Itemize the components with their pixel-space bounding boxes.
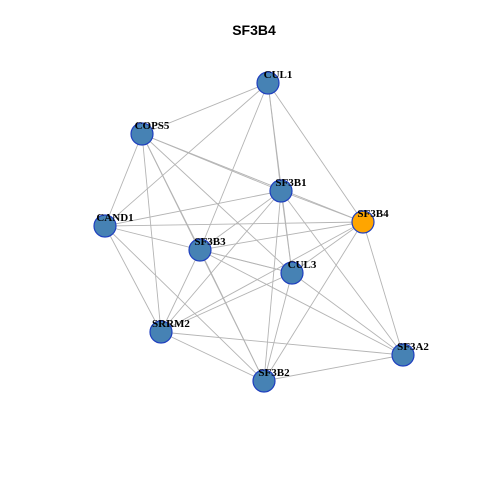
node-sf3a2[interactable] xyxy=(391,343,415,367)
edge-sf3b3-srrm2 xyxy=(160,249,201,333)
edge-srrm2-sf3a2 xyxy=(160,331,404,356)
node-cul1[interactable] xyxy=(256,71,280,95)
node-sf3b3[interactable] xyxy=(188,238,212,262)
edge-cand1-sf3b1 xyxy=(104,190,282,227)
node-sf3b2[interactable] xyxy=(252,369,276,393)
edge-sf3b4-sf3b3 xyxy=(199,221,364,251)
node-sf3b1[interactable] xyxy=(269,179,293,203)
edge-sf3b1-sf3a2 xyxy=(280,190,404,356)
edge-sf3b4-sf3a2 xyxy=(362,221,404,356)
node-label-cul1: CUL1 xyxy=(264,69,293,81)
nodes-layer xyxy=(93,71,415,393)
node-label-cops5: COPS5 xyxy=(135,120,170,132)
graph-title: SF3B4 xyxy=(232,22,276,38)
edge-cops5-sf3b4 xyxy=(141,133,364,223)
node-label-cul3: CUL3 xyxy=(288,259,317,271)
edge-cul1-cand1 xyxy=(104,82,269,227)
edge-cand1-srrm2 xyxy=(104,225,162,333)
edge-cul1-sf3b4 xyxy=(267,82,364,223)
node-label-sf3b4: SF3B4 xyxy=(357,208,389,220)
edge-srrm2-sf3b2 xyxy=(160,331,265,382)
edge-sf3b3-sf3a2 xyxy=(199,249,404,356)
node-label-sf3b2: SF3B2 xyxy=(258,367,290,379)
edge-sf3b4-sf3b2 xyxy=(263,221,364,382)
node-label-sf3b1: SF3B1 xyxy=(275,177,306,189)
edge-cand1-sf3b4 xyxy=(104,221,364,227)
edge-cand1-sf3b2 xyxy=(104,225,265,382)
edge-sf3b4-cul3 xyxy=(291,221,364,274)
node-srrm2[interactable] xyxy=(149,320,173,344)
node-label-sf3a2: SF3A2 xyxy=(397,341,429,353)
node-cops5[interactable] xyxy=(130,122,154,146)
edge-sf3b1-sf3b4 xyxy=(280,190,364,223)
edge-sf3b3-cul3 xyxy=(199,249,293,274)
node-label-srrm2: SRRM2 xyxy=(152,318,190,330)
edge-cops5-srrm2 xyxy=(141,133,162,333)
edge-cul3-sf3a2 xyxy=(291,272,404,356)
edge-cul1-sf3b3 xyxy=(199,82,269,251)
node-cand1[interactable] xyxy=(93,214,117,238)
edge-cul1-cops5 xyxy=(141,82,269,135)
node-label-sf3b3: SF3B3 xyxy=(194,236,226,248)
edge-sf3b1-cul3 xyxy=(280,190,293,274)
edge-sf3b4-srrm2 xyxy=(160,221,364,333)
edge-sf3b2-sf3a2 xyxy=(263,354,404,382)
edge-sf3b1-srrm2 xyxy=(160,190,282,333)
edge-cops5-cand1 xyxy=(104,133,143,227)
node-cul3[interactable] xyxy=(280,261,304,285)
edge-sf3b1-sf3b2 xyxy=(263,190,282,382)
edge-cul3-srrm2 xyxy=(160,272,293,333)
edge-sf3b1-sf3b3 xyxy=(199,190,282,251)
edge-sf3b3-sf3b2 xyxy=(199,249,265,382)
node-sf3b4[interactable] xyxy=(351,210,375,234)
edge-cul3-sf3b2 xyxy=(263,272,293,382)
node-label-cand1: CAND1 xyxy=(96,212,133,224)
